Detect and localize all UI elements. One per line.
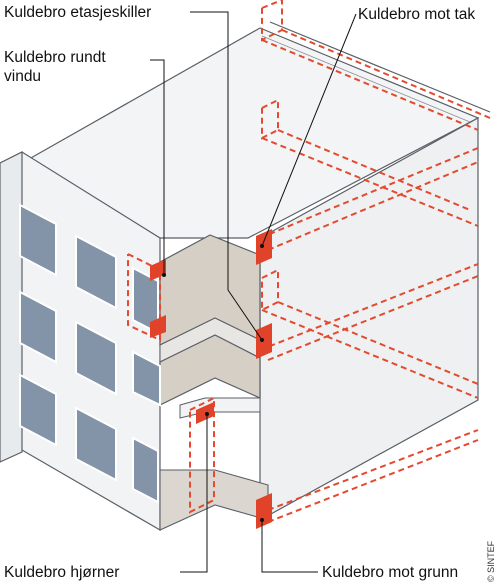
side-wall — [259, 116, 479, 522]
window — [132, 436, 159, 504]
label-kuldebro-mot-tak: Kuldebro mot tak — [358, 5, 476, 24]
bridge-marker-window-top — [150, 259, 166, 281]
label-kuldebro-hjorner: Kuldebro hjørner — [4, 563, 120, 582]
window — [132, 350, 161, 407]
label-kuldebro-etasjeskiller: Kuldebro etasjeskiller — [4, 3, 152, 22]
credit-sintef: © SINTEF — [486, 540, 496, 582]
bridge-marker-roof — [256, 229, 272, 265]
front-facade-edge — [0, 151, 23, 463]
roof-parapet-inner — [261, 35, 471, 123]
roof-parapet-line — [269, 21, 491, 113]
leader-dots — [162, 244, 264, 522]
window — [19, 203, 57, 277]
window — [19, 373, 57, 447]
label-kuldebro-rundt-vindu-line2: vindu — [4, 67, 42, 86]
window — [75, 320, 117, 396]
bridge-marker-corner — [196, 402, 214, 424]
thermal-bridge-outlines — [127, 0, 491, 523]
label-kuldebro-mot-grunn: Kuldebro mot grunn — [322, 563, 459, 582]
window — [19, 290, 57, 364]
window — [75, 234, 117, 310]
windows-group — [19, 203, 161, 504]
label-kuldebro-rundt-vindu: Kuldebro rundt vindu — [4, 48, 154, 86]
interior-ground — [159, 469, 269, 531]
bridge-marker-floor — [256, 323, 272, 359]
bridge-marker-window-bottom — [150, 315, 166, 338]
window — [75, 406, 117, 482]
label-kuldebro-rundt-vindu-line1: Kuldebro rundt — [4, 48, 106, 67]
leader-lines — [150, 11, 357, 573]
